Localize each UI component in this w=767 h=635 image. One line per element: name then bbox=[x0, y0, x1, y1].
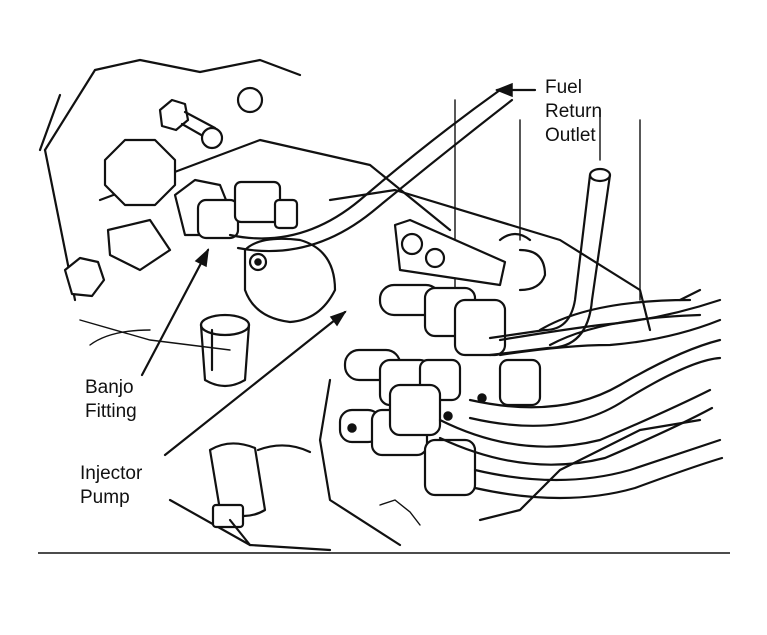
fuel-return-pipe bbox=[488, 167, 612, 357]
banjo-fitting-line-2: Fitting bbox=[85, 401, 137, 422]
fuel-return-outlet-label: Fuel Return Outlet bbox=[545, 76, 602, 148]
pump-bracket bbox=[393, 218, 547, 292]
delivery-valves bbox=[338, 283, 542, 526]
injector-pump-line-2: Pump bbox=[80, 487, 130, 508]
injector-pump-line-1: Injector bbox=[80, 463, 143, 484]
mounting-bolts bbox=[63, 86, 264, 298]
sensor-fitting bbox=[199, 313, 312, 547]
fuel-return-line bbox=[228, 88, 514, 253]
banjo-fitting-label: Banjo Fitting bbox=[85, 376, 137, 424]
fuel-return-outlet-line-1: Fuel bbox=[545, 77, 582, 98]
engine-block bbox=[38, 58, 702, 552]
leader-lines bbox=[140, 82, 537, 457]
injector-pump-label: Injector Pump bbox=[80, 462, 142, 510]
banjo-fitting bbox=[173, 178, 337, 324]
banjo-fitting-line-1: Banjo bbox=[85, 377, 134, 398]
fuel-return-outlet-line-2: Return bbox=[545, 101, 603, 122]
fuel-return-outlet-line-3: Outlet bbox=[545, 125, 596, 146]
